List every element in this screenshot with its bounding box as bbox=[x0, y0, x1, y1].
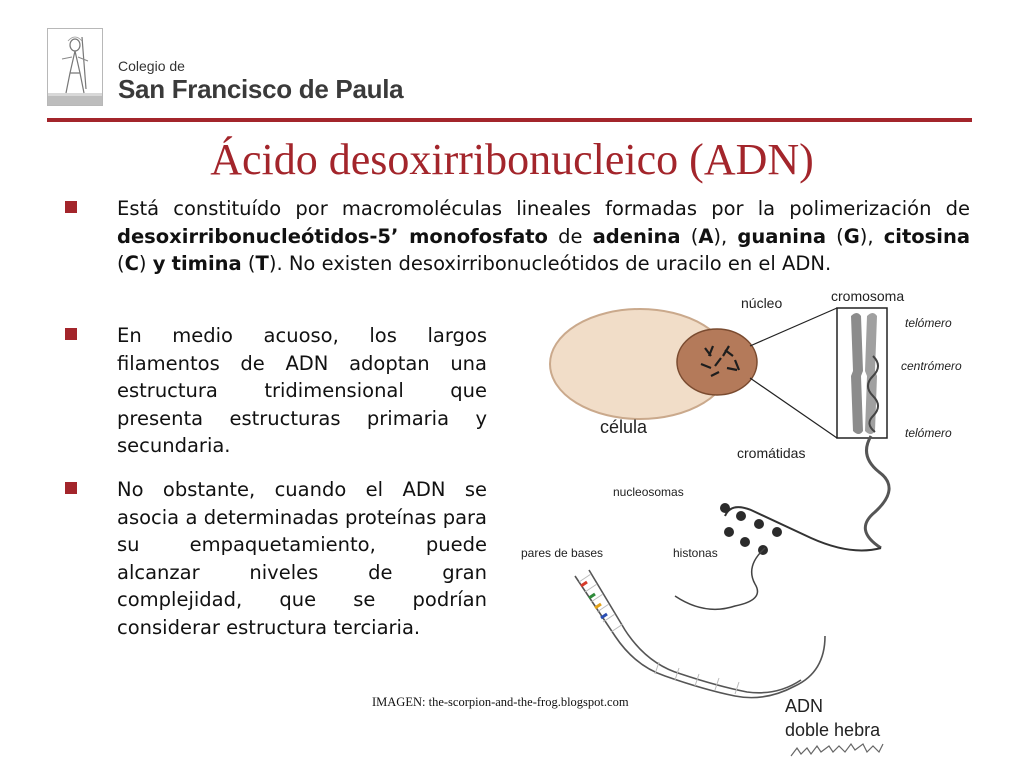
bullet-square-icon bbox=[65, 328, 77, 340]
chromosome-box bbox=[836, 307, 888, 439]
label-doble-hebra: doble hebra bbox=[785, 720, 881, 740]
image-credit: IMAGEN: the-scorpion-and-the-frog.blogsp… bbox=[372, 695, 629, 709]
label-pares-de-bases: pares de bases bbox=[521, 546, 603, 560]
bullet-2-text: En medio acuoso, los largos filamentos d… bbox=[117, 324, 487, 457]
bullet-1-text: Está constituído por macromoléculas line… bbox=[117, 197, 970, 275]
decorative-scribble bbox=[790, 742, 884, 757]
school-name-line1: Colegio de bbox=[118, 58, 185, 74]
header-rule bbox=[47, 118, 972, 122]
label-cromosoma: cromosoma bbox=[831, 288, 904, 304]
label-telomero-top: telómero bbox=[905, 316, 952, 330]
school-logo-emblem bbox=[47, 28, 103, 106]
bullet-square-icon bbox=[65, 482, 77, 494]
label-histonas: histonas bbox=[673, 546, 718, 560]
slide-title: Ácido desoxirribonucleico (ADN) bbox=[210, 135, 814, 184]
label-cromatidas: cromátidas bbox=[737, 445, 805, 461]
dna-packaging-diagram: núcleo cromosoma telómero centrómero cél… bbox=[515, 286, 977, 764]
label-telomero-bottom: telómero bbox=[905, 426, 952, 440]
label-nucleosomas: nucleosomas bbox=[613, 485, 684, 499]
label-adn: ADN bbox=[785, 696, 823, 716]
bullet-square-icon bbox=[65, 201, 77, 213]
bullet-3-text: No obstante, cuando el ADN se asocia a d… bbox=[117, 478, 487, 639]
label-centromero: centrómero bbox=[901, 359, 962, 373]
school-name-line2: San Francisco de Paula bbox=[118, 74, 404, 104]
label-celula: célula bbox=[600, 417, 648, 437]
school-name: Colegio de San Francisco de Paula bbox=[118, 58, 404, 104]
chromosome-shape bbox=[851, 313, 863, 434]
label-nucleo: núcleo bbox=[741, 295, 782, 311]
